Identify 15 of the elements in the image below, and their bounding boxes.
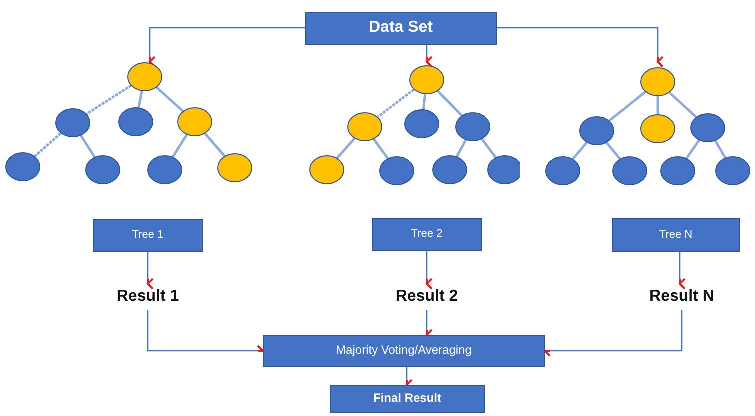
box-label: Tree 1 xyxy=(132,229,164,242)
box-label: Tree N xyxy=(659,228,693,242)
box-label: Majority Voting/Averaging xyxy=(336,344,472,358)
result-label: Result N xyxy=(650,288,714,306)
box-label: Data Set xyxy=(368,19,434,38)
box-label: Tree 2 xyxy=(411,228,443,241)
box-label: Final Result xyxy=(373,392,442,406)
result-label: Result 2 xyxy=(396,288,458,306)
process-box xyxy=(305,12,497,45)
result-label: Result 1 xyxy=(116,288,180,306)
process-box xyxy=(612,218,740,252)
process-box xyxy=(93,219,203,252)
process-box xyxy=(263,335,545,367)
process-box xyxy=(330,385,485,413)
process-box xyxy=(372,218,482,251)
